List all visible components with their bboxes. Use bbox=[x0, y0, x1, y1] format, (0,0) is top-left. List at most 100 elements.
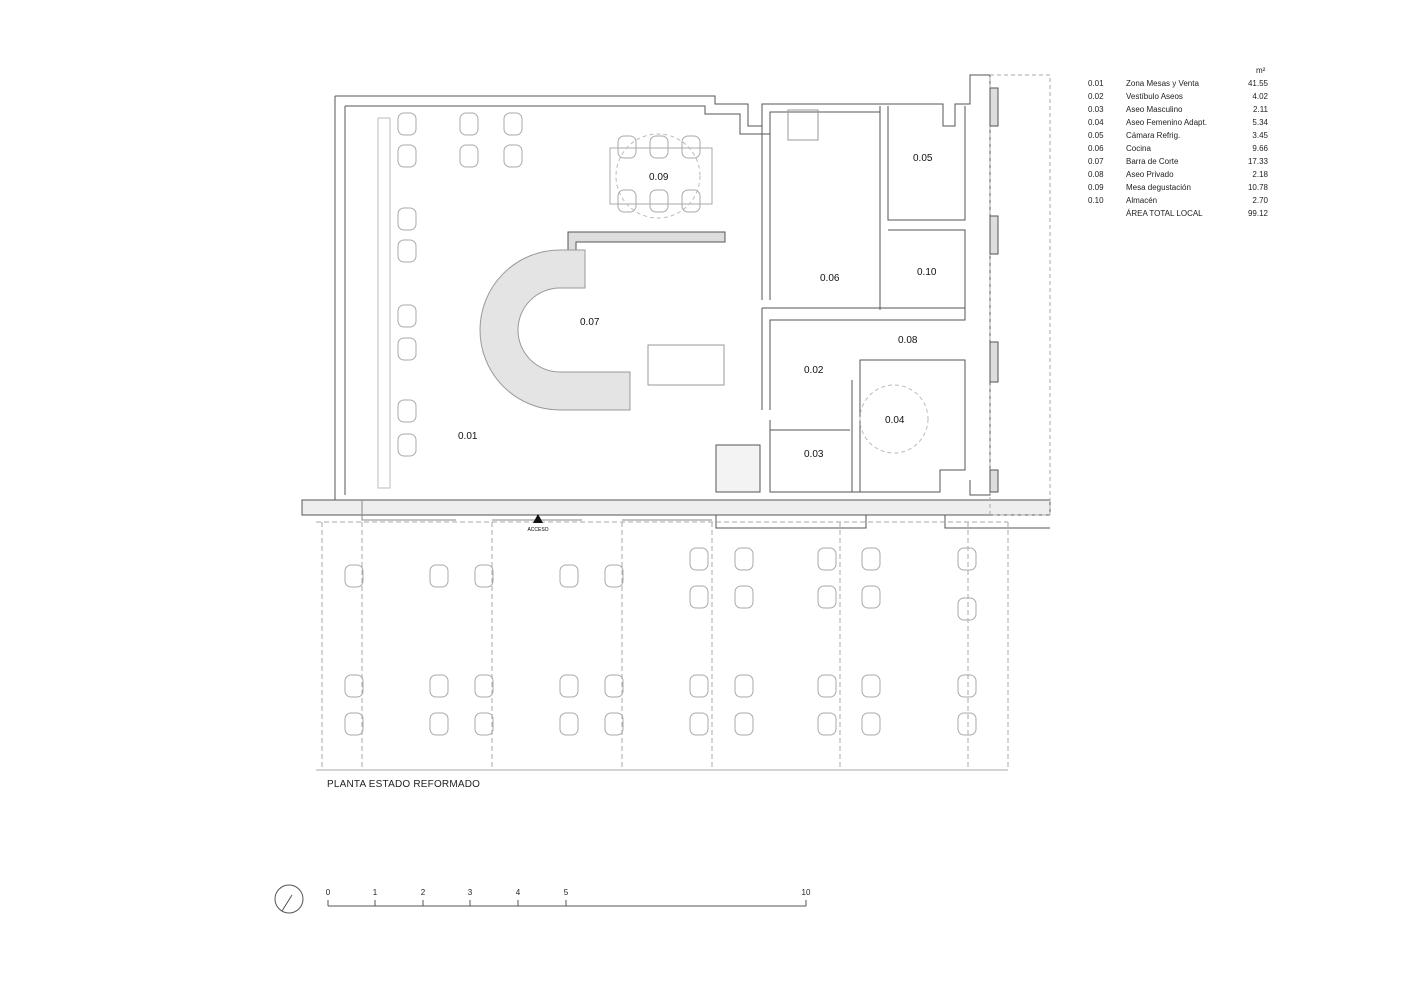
chair bbox=[681, 189, 701, 213]
chair bbox=[734, 585, 754, 609]
walls bbox=[301, 74, 1051, 529]
chair bbox=[344, 564, 364, 588]
turning-circle bbox=[859, 384, 929, 454]
chair bbox=[604, 712, 624, 736]
room-area: 2.18 bbox=[1252, 170, 1268, 179]
room-area: 5.34 bbox=[1252, 118, 1268, 127]
chair bbox=[957, 597, 977, 621]
chair bbox=[957, 674, 977, 698]
room-tag-0.05: 0.05 bbox=[913, 153, 933, 164]
chair bbox=[397, 239, 417, 263]
room-name: Cámara Refrig. bbox=[1126, 131, 1181, 140]
chair bbox=[817, 712, 837, 736]
room-name: Aseo Femenino Adapt. bbox=[1126, 118, 1207, 127]
room-area: 17.33 bbox=[1247, 157, 1268, 166]
room-code: 0.10 bbox=[1088, 196, 1104, 205]
chair bbox=[689, 547, 709, 571]
room-name: Aseo Masculino bbox=[1126, 105, 1183, 114]
room-tag-0.10: 0.10 bbox=[917, 267, 937, 278]
room-name: Vestíbulo Aseos bbox=[1126, 92, 1183, 101]
room-code: 0.04 bbox=[1088, 118, 1104, 127]
room-tag-0.06: 0.06 bbox=[820, 273, 840, 284]
chair bbox=[503, 144, 523, 168]
scale-tick-label: 1 bbox=[372, 888, 378, 897]
chair bbox=[397, 144, 417, 168]
room-name: Zona Mesas y Venta bbox=[1126, 79, 1199, 88]
room-tag-0.04: 0.04 bbox=[885, 415, 905, 426]
chair bbox=[957, 712, 977, 736]
chair bbox=[397, 304, 417, 328]
chair bbox=[861, 585, 881, 609]
room-code: 0.09 bbox=[1088, 183, 1104, 192]
chair bbox=[559, 564, 579, 588]
bench bbox=[377, 117, 391, 489]
chair bbox=[817, 547, 837, 571]
room-tag-0.09: 0.09 bbox=[649, 172, 669, 183]
chair bbox=[649, 189, 669, 213]
chair bbox=[604, 674, 624, 698]
room-name: Cocina bbox=[1126, 144, 1151, 153]
room-area: 9.66 bbox=[1252, 144, 1268, 153]
room-tag-0.02: 0.02 bbox=[804, 365, 824, 376]
chair bbox=[344, 674, 364, 698]
chair bbox=[397, 433, 417, 457]
chair bbox=[957, 547, 977, 571]
chair bbox=[459, 112, 479, 136]
room-code: 0.03 bbox=[1088, 105, 1104, 114]
chair bbox=[474, 674, 494, 698]
chair bbox=[344, 712, 364, 736]
room-area: 3.45 bbox=[1252, 131, 1268, 140]
chair bbox=[397, 399, 417, 423]
chair bbox=[397, 337, 417, 361]
chair bbox=[689, 585, 709, 609]
north-arrow-icon bbox=[274, 884, 304, 914]
room-area: 10.78 bbox=[1247, 183, 1268, 192]
scale-tick-label: 5 bbox=[563, 888, 569, 897]
chair bbox=[429, 674, 449, 698]
chair bbox=[734, 547, 754, 571]
room-area: 2.11 bbox=[1253, 105, 1268, 114]
chair bbox=[734, 674, 754, 698]
chair bbox=[617, 135, 637, 159]
room-tag-0.01: 0.01 bbox=[458, 431, 478, 442]
chair bbox=[689, 712, 709, 736]
chair bbox=[429, 564, 449, 588]
scale-tick-label: 0 bbox=[325, 888, 331, 897]
room-tag-0.03: 0.03 bbox=[804, 449, 824, 460]
legend-unit: m² bbox=[1256, 66, 1266, 75]
chair bbox=[817, 585, 837, 609]
chair bbox=[617, 189, 637, 213]
chair bbox=[474, 564, 494, 588]
chair bbox=[734, 712, 754, 736]
chair bbox=[459, 144, 479, 168]
room-name: Mesa degustación bbox=[1126, 183, 1191, 192]
chair bbox=[397, 207, 417, 231]
chair bbox=[559, 712, 579, 736]
scale-tick-label: 2 bbox=[420, 888, 426, 897]
room-code: 0.02 bbox=[1088, 92, 1104, 101]
chair bbox=[681, 135, 701, 159]
tasting-table bbox=[609, 147, 713, 205]
work-counter bbox=[647, 344, 725, 386]
room-code: 0.01 bbox=[1088, 79, 1104, 88]
chair bbox=[861, 712, 881, 736]
turning-circle bbox=[615, 133, 701, 219]
room-code: 0.07 bbox=[1088, 157, 1104, 166]
chair bbox=[861, 547, 881, 571]
chair bbox=[397, 112, 417, 136]
room-area: 4.02 bbox=[1252, 92, 1268, 101]
room-name: Barra de Corte bbox=[1126, 157, 1179, 166]
room-code: 0.05 bbox=[1088, 131, 1104, 140]
access-arrow-icon bbox=[533, 514, 543, 523]
room-code: 0.08 bbox=[1088, 170, 1104, 179]
terrace bbox=[316, 521, 1009, 771]
interior-chairs bbox=[397, 112, 701, 457]
total-area: 99.12 bbox=[1247, 209, 1268, 218]
room-area: 2.70 bbox=[1252, 196, 1268, 205]
room-tag-0.07: 0.07 bbox=[580, 317, 600, 328]
chair bbox=[649, 135, 669, 159]
chair bbox=[503, 112, 523, 136]
access-label: ACCESO bbox=[527, 527, 548, 533]
chair bbox=[861, 674, 881, 698]
scale-tick-label: 10 bbox=[801, 888, 811, 897]
